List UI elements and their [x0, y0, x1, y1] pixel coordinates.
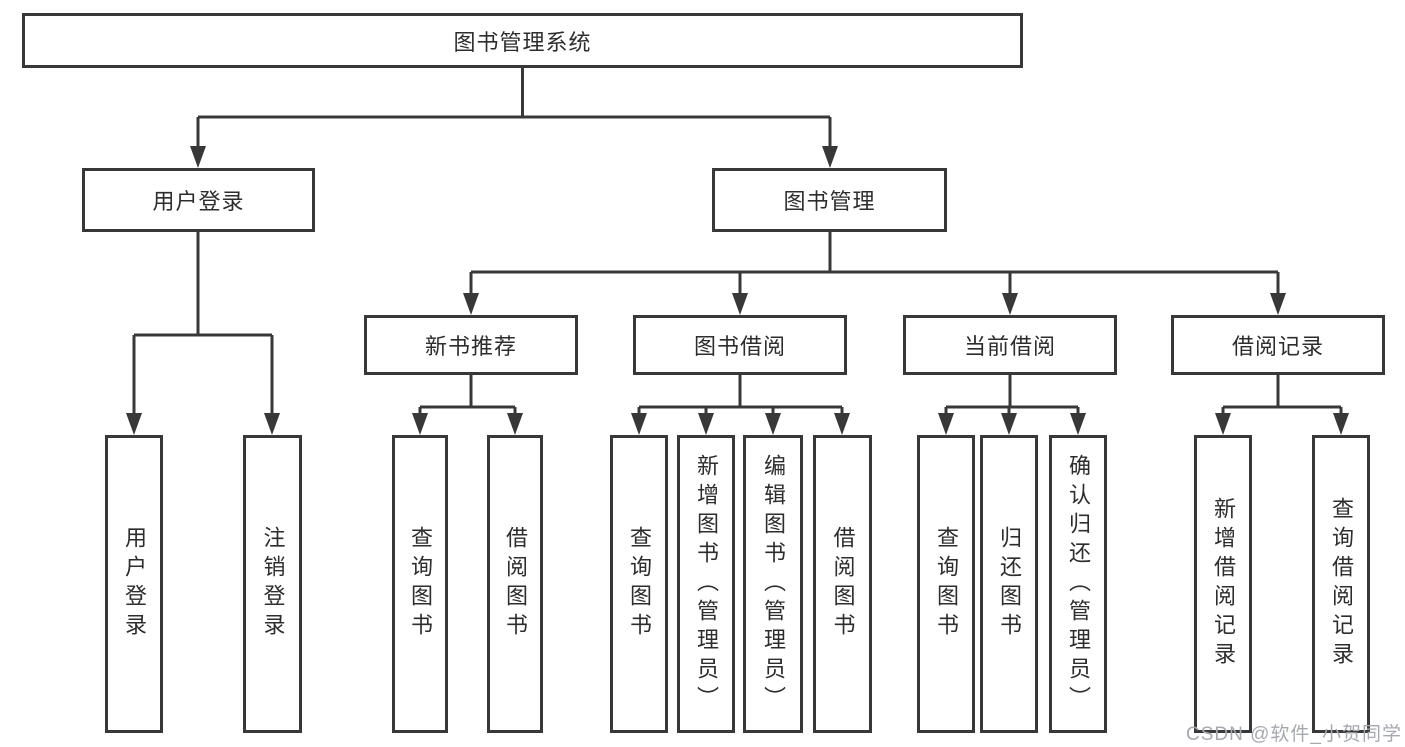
leaf-add-books-admin: 新增图书（管理员）	[677, 435, 735, 733]
leaf-label: 查询图书	[408, 526, 433, 642]
leaf-label: 借阅图书	[503, 526, 528, 642]
leaf-borrow-books: 借阅图书	[813, 435, 872, 733]
leaf-label: 新增借阅记录	[1211, 497, 1236, 671]
leaf-label: 查询图书	[934, 526, 959, 642]
leaf-add-borrow-record: 新增借阅记录	[1194, 435, 1252, 733]
leaf-label: 归还图书	[997, 526, 1022, 642]
leaf-label: 借阅图书	[830, 526, 856, 642]
leaf-query-books-recommend: 查询图书	[392, 435, 448, 733]
leaf-query-books-current: 查询图书	[917, 435, 975, 733]
leaf-query-books-borrow: 查询图书	[610, 435, 668, 733]
leaf-logout: 注销登录	[243, 435, 302, 733]
node-borrow-records: 借阅记录	[1171, 315, 1385, 375]
leaf-label: 查询图书	[627, 526, 652, 642]
leaf-label: 查询借阅记录	[1329, 497, 1354, 671]
node-root: 图书管理系统	[22, 13, 1023, 68]
leaf-user-login: 用户登录	[105, 435, 163, 733]
leaf-return-books: 归还图书	[980, 435, 1038, 733]
leaf-user-login-label: 用户登录	[122, 526, 147, 642]
leaf-label: 确认归还（管理员）	[1066, 453, 1091, 715]
leaf-query-borrow-record: 查询借阅记录	[1312, 435, 1370, 733]
watermark: CSDN @软件_小贺同学	[1186, 724, 1402, 745]
node-user-login: 用户登录	[82, 168, 315, 232]
leaf-label: 编辑图书（管理员）	[761, 453, 786, 715]
node-current-borrow: 当前借阅	[903, 315, 1117, 375]
leaf-label: 新增图书（管理员）	[694, 453, 719, 715]
leaf-borrow-books-recommend: 借阅图书	[487, 435, 543, 733]
leaf-logout-label: 注销登录	[260, 526, 286, 642]
node-book-management: 图书管理	[712, 168, 947, 232]
node-new-book-recommend: 新书推荐	[364, 315, 578, 375]
leaf-edit-books-admin: 编辑图书（管理员）	[743, 435, 803, 733]
leaf-confirm-return-admin: 确认归还（管理员）	[1049, 435, 1107, 733]
node-book-borrow: 图书借阅	[633, 315, 847, 375]
